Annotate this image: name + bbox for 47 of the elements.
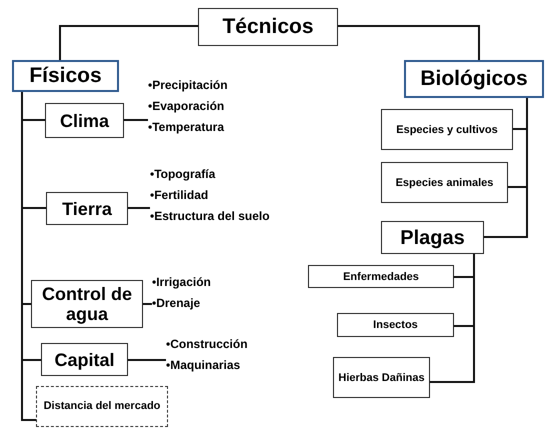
connector-line [430,254,475,383]
bullet-item: •Construcción [166,337,249,352]
connector-line [21,92,36,421]
connector-line [338,25,480,60]
box-label: Plagas [400,226,465,248]
box-label: Control de agua [41,284,133,324]
bullet-item: •Precipitación [148,78,229,93]
category-box [36,386,168,427]
box-label: Enfermedades [343,270,419,284]
bullet-item: •Topografía [150,167,216,182]
category-box [333,357,430,398]
bullet-item: •Estructura del suelo [150,209,271,224]
category-box [381,221,484,254]
connector-line [128,359,166,361]
root-box [198,8,338,46]
category-box [45,103,124,138]
box-label: Insectos [373,318,418,332]
box-label: Hierbas Dañinas [338,370,425,386]
category-box [381,109,513,150]
box-label: Especies animales [396,176,494,190]
box-label: Capital [54,350,114,370]
connector-line [143,303,152,305]
bullet-item: •Drenaje [152,296,202,311]
connector-line [59,25,198,60]
box-label: Técnicos [222,15,314,39]
bullet-item: •Fertilidad [150,188,210,203]
category-box [381,162,508,203]
category-box [46,192,128,225]
box-label: Tierra [62,198,112,218]
bullet-item: •Irrigación [152,275,212,290]
category-box [12,60,119,92]
category-box [337,313,454,337]
box-label: Clima [60,110,110,130]
box-label: Físicos [29,64,102,88]
bullet-item: •Maquinarias [166,358,242,373]
box-label: Especies y cultivos [396,122,498,138]
box-label: Distancia del mercado [44,399,160,414]
box-label: Biológicos [420,67,528,91]
connector-line [484,98,528,238]
bullet-item: •Temperatura [148,120,226,135]
category-box [308,265,454,288]
connector-line [124,119,148,121]
bullet-item: •Evaporación [148,99,226,114]
category-box [41,343,128,376]
connector-line [128,207,150,209]
category-box [404,60,544,98]
category-box [31,280,143,328]
